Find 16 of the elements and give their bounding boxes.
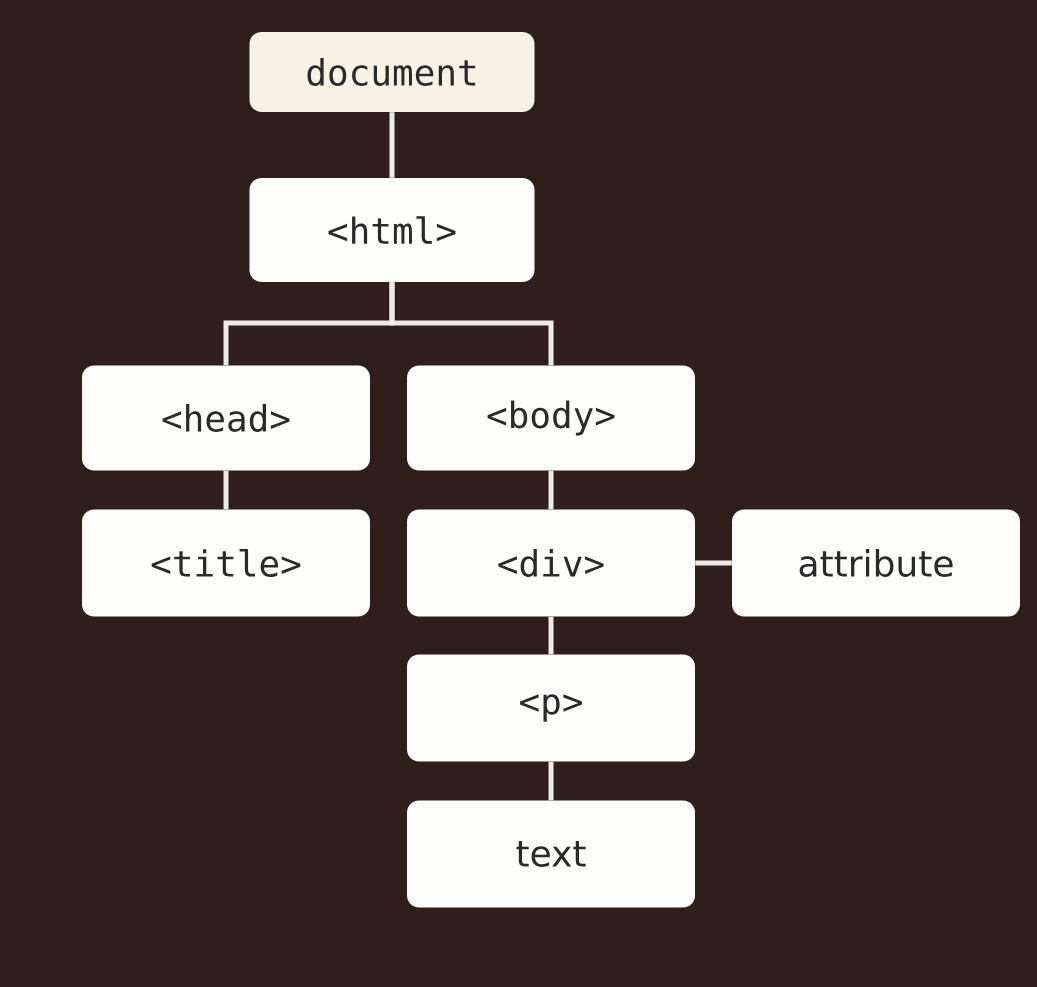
connector-line <box>389 112 395 178</box>
connector-line <box>548 761 554 801</box>
tree-node-box: <title> <box>82 509 370 617</box>
tree-node-box: <html> <box>249 178 535 282</box>
connector-line <box>695 560 732 566</box>
connector-line <box>548 616 554 655</box>
connector-line <box>223 470 229 510</box>
tree-node-box: <body> <box>407 365 695 471</box>
tree-node-box: text <box>407 800 695 908</box>
tree-node-box: <head> <box>82 365 370 471</box>
connector-line <box>548 470 554 510</box>
tree-node-box: <p> <box>407 654 695 762</box>
tree-node-box: <div> <box>407 509 695 617</box>
connector-line <box>389 282 554 366</box>
tree-node-box: document <box>249 32 535 112</box>
tree-node-box: attribute <box>732 509 1020 617</box>
